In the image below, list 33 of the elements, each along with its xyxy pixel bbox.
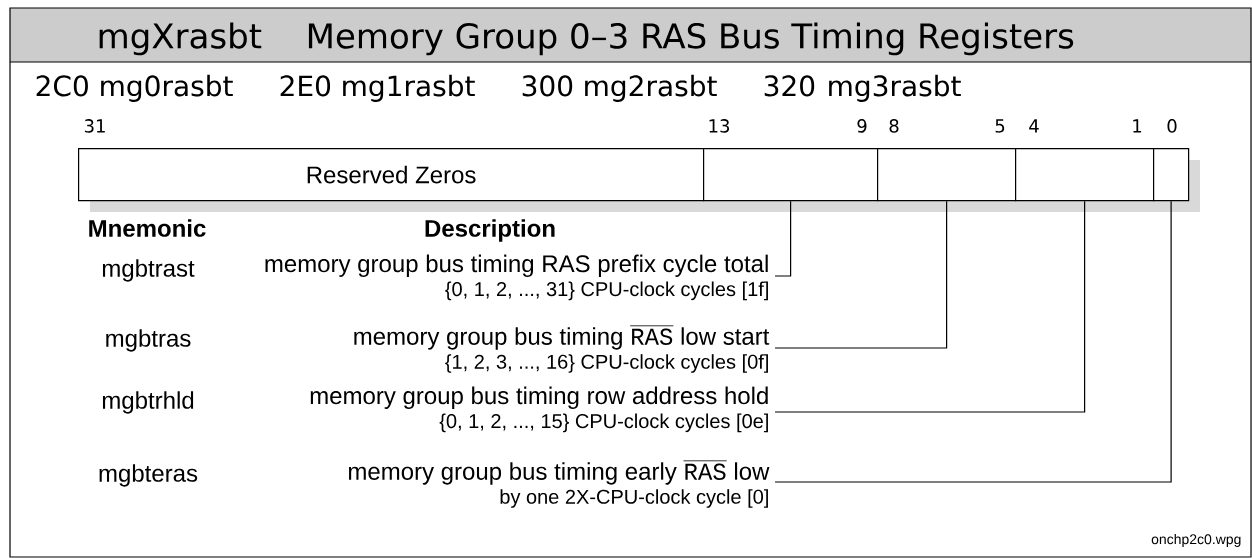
bit-number: 8 [889, 119, 899, 133]
register-field [877, 148, 1017, 202]
leader-line [774, 200, 792, 277]
address: 320 [764, 75, 815, 97]
address: 2C0 [36, 75, 88, 97]
mnemonic-text: mgbteras [99, 464, 198, 487]
register-name: mg2rasbt [585, 74, 717, 102]
bit-number: 13 [709, 119, 729, 133]
address: 300 [522, 75, 573, 97]
leader-line [774, 200, 1172, 483]
mnemonic-text: mgbtras [106, 329, 191, 352]
register-name: mg0rasbt [101, 74, 233, 102]
register-field [1153, 148, 1190, 202]
bit-number: 1 [1133, 119, 1142, 133]
bit-number: 4 [1029, 119, 1039, 133]
bit-number: 5 [995, 119, 1005, 133]
mnemonic-text: mgbtrast [102, 259, 195, 282]
register-field [703, 148, 879, 202]
register-name: mg3rasbt [829, 74, 961, 102]
description-text: memory group bus timing early RAS low by one 2X-CPU-clock cycle [0] [349, 460, 770, 508]
title: Memory Group 0–3 RAS Bus Timing Registers [308, 22, 1074, 56]
address: 2E0 [280, 75, 331, 97]
mnemonic-text: mgbtrhld [102, 391, 194, 414]
bit-number: 0 [1167, 119, 1177, 133]
bit-number: 9 [857, 119, 867, 133]
file-name: onchp2c0.wpg [1151, 533, 1241, 547]
leader-line [774, 200, 948, 349]
description-text: memory group bus timing RAS prefix cycle total {0, 1, 2, ..., 31} CPU-clock cycles [1f] [265, 254, 768, 301]
description-text: memory group bus timing row address hold {0, 1, 2, ..., 15} CPU-clock cycles [0e] [310, 386, 768, 433]
leader-line [774, 200, 1086, 413]
register-name: mg1rasbt [343, 74, 475, 102]
description-text: memory group bus timing RAS low start {1, 2, 3, ..., 16} CPU-clock cycles [0f] [354, 325, 770, 373]
register-name: mgXrasbt [99, 22, 262, 56]
